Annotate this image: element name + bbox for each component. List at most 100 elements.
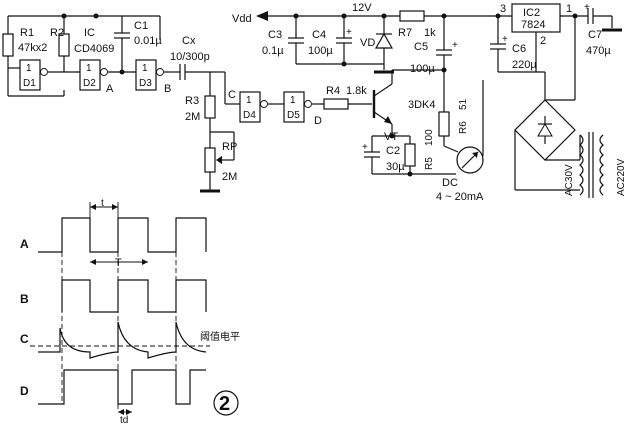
period-label: T (115, 257, 122, 269)
r6-resistor (438, 111, 450, 137)
svg-text:1: 1 (142, 63, 148, 74)
r3-value: 2M (185, 111, 200, 123)
d3-inverter (135, 59, 157, 91)
c5-value: 100µ (410, 63, 435, 75)
r6-label: R6 (458, 121, 469, 134)
waveform-diagram: A B C D t T 阈值电平 td (20, 198, 240, 424)
r5-label: R5 (424, 157, 435, 170)
figure-number: 2 (219, 393, 230, 415)
node-d-label: D (314, 115, 322, 127)
waveform-a (38, 217, 207, 253)
d5-label: D5 (287, 110, 300, 121)
r5-value: 100 (424, 129, 435, 146)
r5-resistor (404, 143, 416, 167)
r4-value: 1.8k (346, 85, 367, 97)
c5-label: C5 (414, 41, 428, 53)
cx-value: 10/300p (170, 51, 210, 63)
r7-value: 1k (424, 27, 436, 39)
rp-label: RP (222, 141, 237, 153)
t-label: t (101, 198, 104, 209)
r3-resistor (204, 95, 216, 119)
figure-number-circle (213, 390, 239, 416)
pin3-label: 3 (500, 3, 506, 15)
ic2-regulator (511, 3, 561, 33)
vd-label: VD (360, 37, 375, 49)
svg-text:+: + (584, 2, 590, 13)
wave-label-a: A (20, 237, 29, 251)
svg-text:+: + (362, 142, 368, 153)
dc-range: 4 ~ 20mA (436, 191, 484, 203)
ac220v-label: AC220V (616, 158, 627, 196)
svg-text:1: 1 (290, 95, 296, 106)
c1-value: 0.01µ (134, 35, 162, 47)
oscillator-section: R1 47kx2 R2 IC CD4069 C1 0.01µ 1 D1 1 D2… (2, 13, 372, 193)
vt-type: 3DK4 (408, 99, 436, 111)
c2-value: 30µ (386, 161, 405, 173)
power-supply: Vdd 12V C3 0.1µ + C4 100µ VD (232, 2, 627, 198)
svg-text:1: 1 (246, 95, 252, 106)
c4-value: 100µ (308, 45, 333, 57)
r4-label: R4 (326, 85, 340, 97)
transformer-primary (599, 134, 604, 196)
v12-label: 12V (352, 2, 372, 14)
ic-value: CD4069 (74, 43, 114, 55)
node-b-label: B (164, 83, 171, 95)
d5-inverter (283, 91, 305, 123)
r1-resistor (2, 33, 14, 57)
c1-label: C1 (134, 20, 148, 32)
threshold-label: 阈值电平 (200, 330, 240, 343)
d4-label: D4 (243, 110, 256, 121)
waveform-c (38, 321, 207, 359)
c6-value: 220µ (512, 59, 537, 71)
d1-inverter (19, 59, 41, 91)
c6-label: C6 (512, 43, 526, 55)
ic-label: IC (84, 27, 95, 39)
r2-label: R2 (50, 27, 64, 39)
c7-value: 470µ (586, 45, 611, 57)
wave-label-d: D (20, 384, 29, 398)
svg-text:+: + (346, 27, 352, 38)
r1-value: 47kx2 (18, 42, 47, 54)
vdd-arrow (256, 11, 268, 21)
c4-label: C4 (312, 29, 326, 41)
c3-label: C3 (268, 29, 282, 41)
ac30v-label: AC30V (564, 164, 575, 196)
r7-label: R7 (398, 27, 412, 39)
d2-label: D2 (83, 78, 96, 89)
d2-inverter (79, 59, 101, 91)
pin2-label: 2 (540, 35, 546, 47)
r3-label: R3 (185, 95, 199, 107)
d4-inverter (239, 91, 261, 123)
cx-label: Cx (182, 35, 196, 47)
r1-label: R1 (20, 27, 34, 39)
d3-label: D3 (139, 78, 152, 89)
svg-text:+: + (452, 40, 458, 51)
svg-text:+: + (502, 34, 508, 45)
dc-meter (456, 146, 484, 174)
r6-value: 51 (458, 98, 469, 110)
vdd-label: Vdd (232, 13, 252, 25)
td-label: td (120, 415, 128, 424)
pin1-label: 1 (566, 3, 572, 15)
r4-resistor (323, 98, 349, 110)
c7-label: C7 (588, 29, 602, 41)
wave-label-b: B (20, 292, 29, 306)
c2-label: C2 (386, 145, 400, 157)
node-c-label: C (228, 89, 236, 101)
svg-text:1: 1 (86, 63, 92, 74)
node-a-label: A (106, 83, 114, 95)
rp-potentiometer (204, 147, 216, 173)
r7-resistor (399, 10, 425, 22)
rp-value: 2M (222, 171, 237, 183)
dc-label: DC (442, 177, 458, 189)
d1-label: D1 (23, 78, 36, 89)
svg-text:1: 1 (26, 63, 32, 74)
ic2-value: 7824 (521, 19, 545, 31)
waveform-d (38, 369, 206, 405)
output-stage: 3DK4 VT + C2 30µ R5 100 R6 51 DC (362, 16, 484, 203)
waveform-b (61, 279, 207, 313)
ic2-label: IC2 (523, 7, 540, 19)
wave-label-c: C (20, 332, 29, 346)
c3-value: 0.1µ (262, 45, 284, 57)
